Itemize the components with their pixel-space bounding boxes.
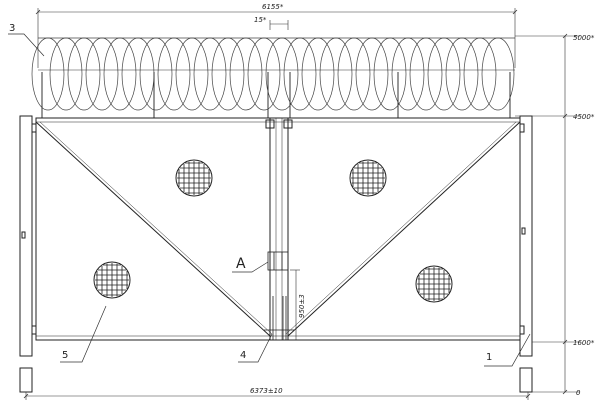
wire-supports [38,69,515,118]
wire-coil-loop [49,37,83,111]
wire-coil-loop [481,37,515,111]
wire-coil-loop [67,37,101,111]
vent-grille [175,159,213,197]
wire-coil-loop [391,37,425,111]
dim-height-0: 0 [576,389,581,397]
wire-coil-loop [373,37,407,111]
wire-coil-loop [283,37,317,111]
callout-post: 1 [486,352,492,363]
wire-coil-loop [355,37,389,111]
wire-coil-loop [157,37,191,111]
callout-lock-assembly: 4 [240,350,246,361]
wire-coil-loop [31,37,65,111]
wire-coil-loop [409,37,443,111]
callout-detail-view: A [236,256,246,272]
left-post [19,115,33,393]
vent-grille [349,159,387,197]
callout-fence-wire: 3 [9,23,15,34]
dim-height-4500: 4500* [573,113,595,121]
wire-coil-loop [103,37,137,111]
dim-overall-width: 6155* [262,3,284,11]
wire-coil-loop [211,37,245,111]
razor-wire-coil [31,37,515,111]
dim-top-gap: 15* [254,16,267,24]
wire-coil-loop [121,37,155,111]
right-post [519,115,533,393]
vent-grilles [93,159,453,303]
wire-coil-loop [193,37,227,111]
vent-grille [93,261,131,299]
callout-vent-grille: 5 [62,350,68,361]
dim-bolt-height: 950±3 [298,294,306,318]
gate-frame [31,117,525,341]
wire-coil-loop [463,37,497,111]
vent-grille [415,265,453,303]
dimension-ticks [23,9,568,399]
wire-coil-loop [247,37,281,111]
wire-coil-loop [175,37,209,111]
wire-coil-loop [265,37,299,111]
dim-height-1600: 1600* [573,339,595,347]
wire-coil-loop [139,37,173,111]
wire-coil-loop [337,37,371,111]
wire-coil-loop [445,37,479,111]
wire-coil-loop [85,37,119,111]
dim-total-width: 6373±10 [250,387,283,395]
dim-height-5000: 5000* [573,34,595,42]
wire-coil-loop [301,37,335,111]
wire-coil-loop [427,37,461,111]
lock-assembly [264,251,294,340]
dimension-lines [25,8,580,400]
wire-coil-loop [229,37,263,111]
leader-lines [8,33,531,367]
wire-coil-loop [319,37,353,111]
